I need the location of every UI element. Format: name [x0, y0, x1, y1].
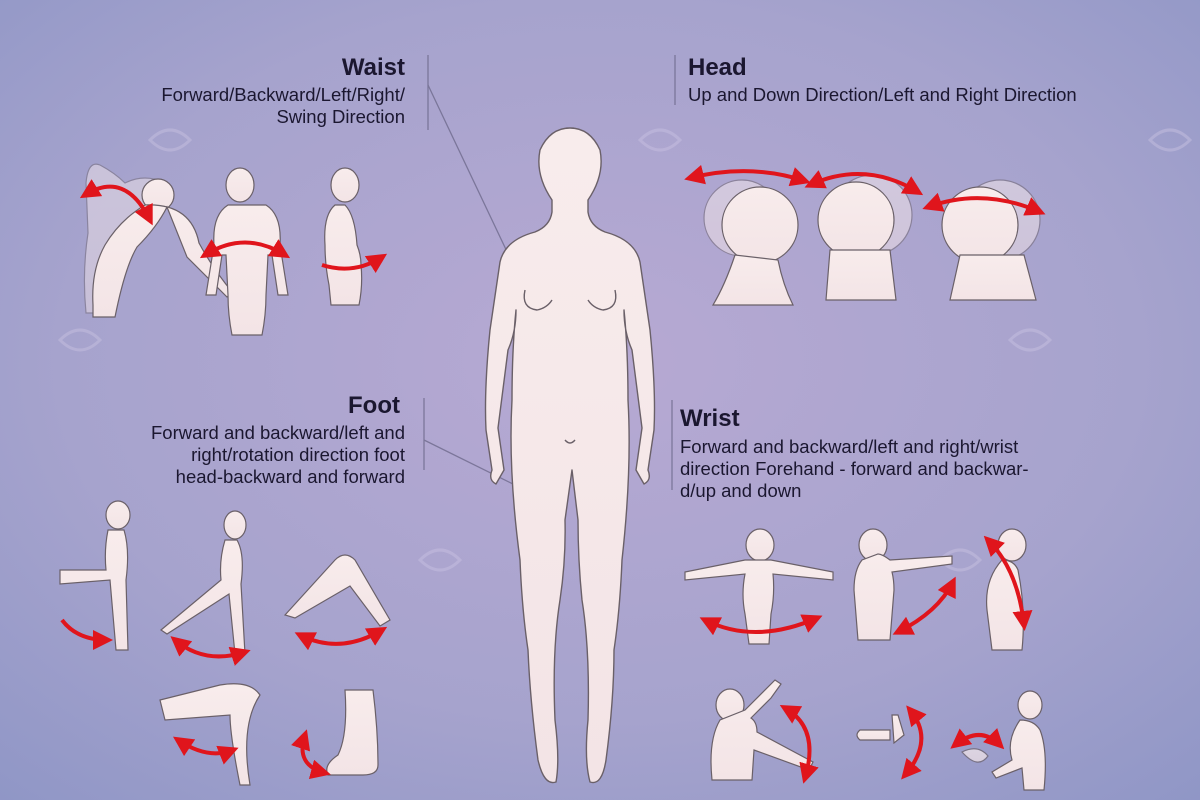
watermark-marks: [57, 128, 1193, 572]
waist-arrows: [79, 179, 388, 273]
wrist-line-3: d/up and down: [680, 480, 802, 501]
head-arrows: [684, 164, 1046, 216]
head-figures: [703, 174, 1041, 306]
wrist-description: Forward and backward/left and right/wris…: [680, 436, 1180, 502]
head-title: Head: [688, 54, 747, 81]
foot-figures: [59, 500, 391, 786]
foot-arrows: [60, 618, 388, 780]
head-description: Up and Down Direction/Left and Right Dir…: [688, 84, 1188, 106]
waist-title: Waist: [341, 54, 405, 81]
central-figure: [484, 127, 656, 784]
foot-line-3: head-backward and forward: [175, 466, 405, 487]
wrist-arrows: [699, 535, 1033, 784]
foot-line-2: right/rotation direction foot: [191, 444, 405, 465]
foot-description: Forward and backward/left and right/rota…: [60, 422, 405, 488]
wrist-title: Wrist: [680, 405, 740, 432]
foot-line-1: Forward and backward/left and: [151, 422, 405, 443]
wrist-line-2: direction Forehand - forward and backwar…: [680, 458, 1029, 479]
head-line-1: Up and Down Direction/Left and Right Dir…: [688, 84, 1077, 105]
foot-title: Foot: [348, 392, 400, 419]
wrist-line-1: Forward and backward/left and right/wris…: [680, 436, 1019, 457]
waist-description: Forward/Backward/Left/Right/ Swing Direc…: [60, 84, 405, 128]
waist-line-1: Forward/Backward/Left/Right/: [161, 84, 405, 105]
waist-line-2: Swing Direction: [276, 106, 405, 127]
